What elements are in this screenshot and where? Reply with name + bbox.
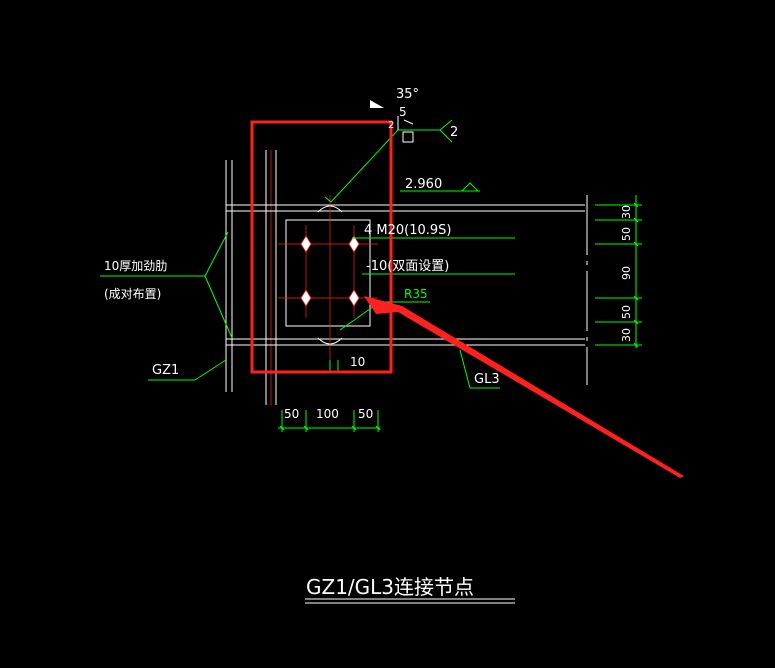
- dim-right-2: 50: [620, 227, 633, 241]
- bolt: [300, 235, 312, 253]
- weld-small-label: 2: [388, 120, 394, 131]
- red-arrow: [364, 296, 684, 478]
- dim-right-3: 90: [620, 266, 633, 280]
- column-gz1: [225, 150, 277, 405]
- annotation-lines: [100, 119, 642, 432]
- beam-gl3: [226, 195, 588, 385]
- gap-label: 10: [350, 355, 365, 369]
- red-highlight: [250, 120, 684, 478]
- dim-right-5: 30: [620, 328, 633, 342]
- stiffener-label-2: (成对布置): [104, 287, 161, 301]
- weld-size-label: 5: [399, 105, 407, 119]
- radius-label: R35: [404, 287, 428, 301]
- dim-bottom-2: 100: [316, 407, 339, 421]
- dim-right-4: 50: [620, 305, 633, 319]
- text-labels: 35° 5 2 2 2.960 4 M20(10.9S) -10(双面设置) R…: [104, 87, 633, 599]
- bolt-group: [300, 235, 360, 307]
- weld-symbol: [370, 100, 414, 143]
- elevation-label: 2.960: [405, 177, 442, 192]
- plate-label: -10(双面设置): [366, 259, 449, 274]
- bolt: [300, 289, 312, 307]
- bolts-label: 4 M20(10.9S): [364, 223, 452, 238]
- drawing-title: GZ1/GL3连接节点: [306, 575, 474, 599]
- dim-bottom-1: 50: [284, 407, 299, 421]
- shear-plate: [278, 195, 378, 360]
- dim-right-1: 30: [620, 205, 633, 219]
- title-underline: [305, 598, 515, 604]
- stiffener-label-1: 10厚加劲肋: [104, 258, 167, 273]
- beam-label: GL3: [474, 372, 500, 387]
- dim-bottom-3: 50: [358, 407, 373, 421]
- bolt: [348, 289, 360, 307]
- bolt: [348, 235, 360, 253]
- weld-angle-label: 35°: [396, 87, 419, 102]
- column-label: GZ1: [152, 363, 179, 378]
- weld-ref-label: 2: [450, 125, 458, 140]
